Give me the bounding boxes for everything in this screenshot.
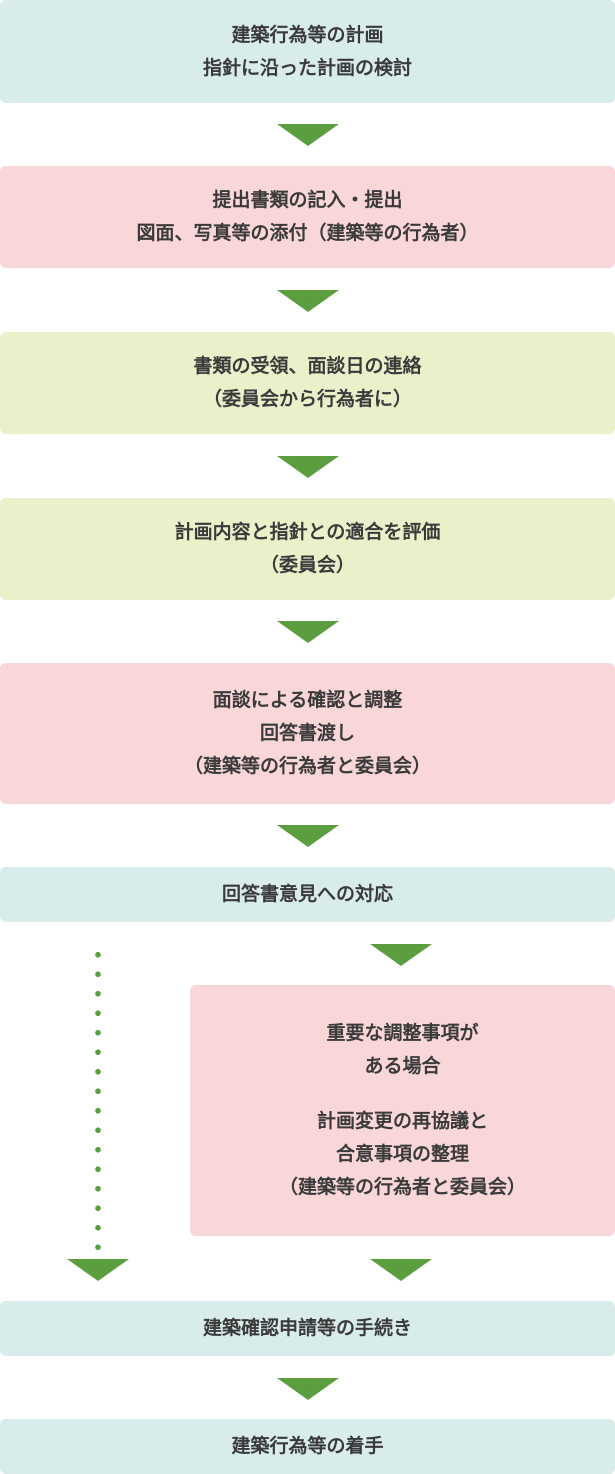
reconsult-line-2: 合意事項の整理 <box>335 1143 469 1165</box>
step-receive: 書類の受領、面談日の連絡 （委員会から行為者に） <box>0 332 615 434</box>
step-interview: 面談による確認と調整 回答書渡し （建築等の行為者と委員会） <box>0 663 615 804</box>
step-submit-line-2: 図面、写真等の添付（建築等の行為者） <box>136 222 479 244</box>
step-plan-line-1: 建築行為等の計画 <box>231 23 384 46</box>
adjust-case-line-2: ある場合 <box>364 1055 441 1077</box>
arrow-down-icon <box>277 1378 339 1400</box>
step-procedure-line-1: 建築確認申請等の手続き <box>202 1317 412 1339</box>
step-start-line-1: 建築行為等の着手 <box>231 1435 384 1457</box>
step-evaluate: 計画内容と指針との適合を評価 （委員会） <box>0 498 615 600</box>
arrow-down-icon <box>277 825 339 847</box>
step-adjust-branch: 重要な調整事項が ある場合 計画変更の再協議と 合意事項の整理 （建築等の行為者… <box>190 985 615 1236</box>
step-response: 回答書意見への対応 <box>0 867 615 922</box>
step-plan: 建築行為等の計画 指針に沿った計画の検討 <box>0 0 615 103</box>
arrow-down-icon <box>277 124 339 146</box>
step-procedure: 建築確認申請等の手続き <box>0 1301 615 1356</box>
step-evaluate-line-2: （委員会） <box>259 554 355 576</box>
arrow-down-icon <box>277 621 339 643</box>
step-submit: 提出書類の記入・提出 図面、写真等の添付（建築等の行為者） <box>0 166 615 268</box>
arrow-down-icon <box>277 290 339 312</box>
step-response-line-1: 回答書意見への対応 <box>221 883 393 905</box>
step-plan-line-2: 指針に沿った計画の検討 <box>202 56 412 79</box>
step-interview-line-2: 回答書渡し <box>259 722 355 744</box>
arrow-down-icon <box>67 1259 129 1281</box>
step-receive-line-1: 書類の受領、面談日の連絡 <box>193 355 422 377</box>
arrow-down-icon <box>370 944 432 966</box>
step-interview-line-1: 面談による確認と調整 <box>212 689 403 711</box>
step-submit-line-1: 提出書類の記入・提出 <box>212 189 403 211</box>
step-start: 建築行為等の着手 <box>0 1419 615 1474</box>
adjust-case-line-1: 重要な調整事項が <box>326 1022 479 1044</box>
reconsult-line-1: 計画変更の再協議と <box>316 1110 488 1132</box>
step-interview-line-3: （建築等の行為者と委員会） <box>183 755 431 777</box>
step-evaluate-line-1: 計画内容と指針との適合を評価 <box>174 521 441 543</box>
reconsult-line-3: （建築等の行為者と委員会） <box>278 1176 526 1198</box>
step-receive-line-2: （委員会から行為者に） <box>202 388 412 410</box>
arrow-down-icon <box>277 456 339 478</box>
dotted-connector <box>95 945 101 1255</box>
arrow-down-icon <box>370 1259 432 1281</box>
